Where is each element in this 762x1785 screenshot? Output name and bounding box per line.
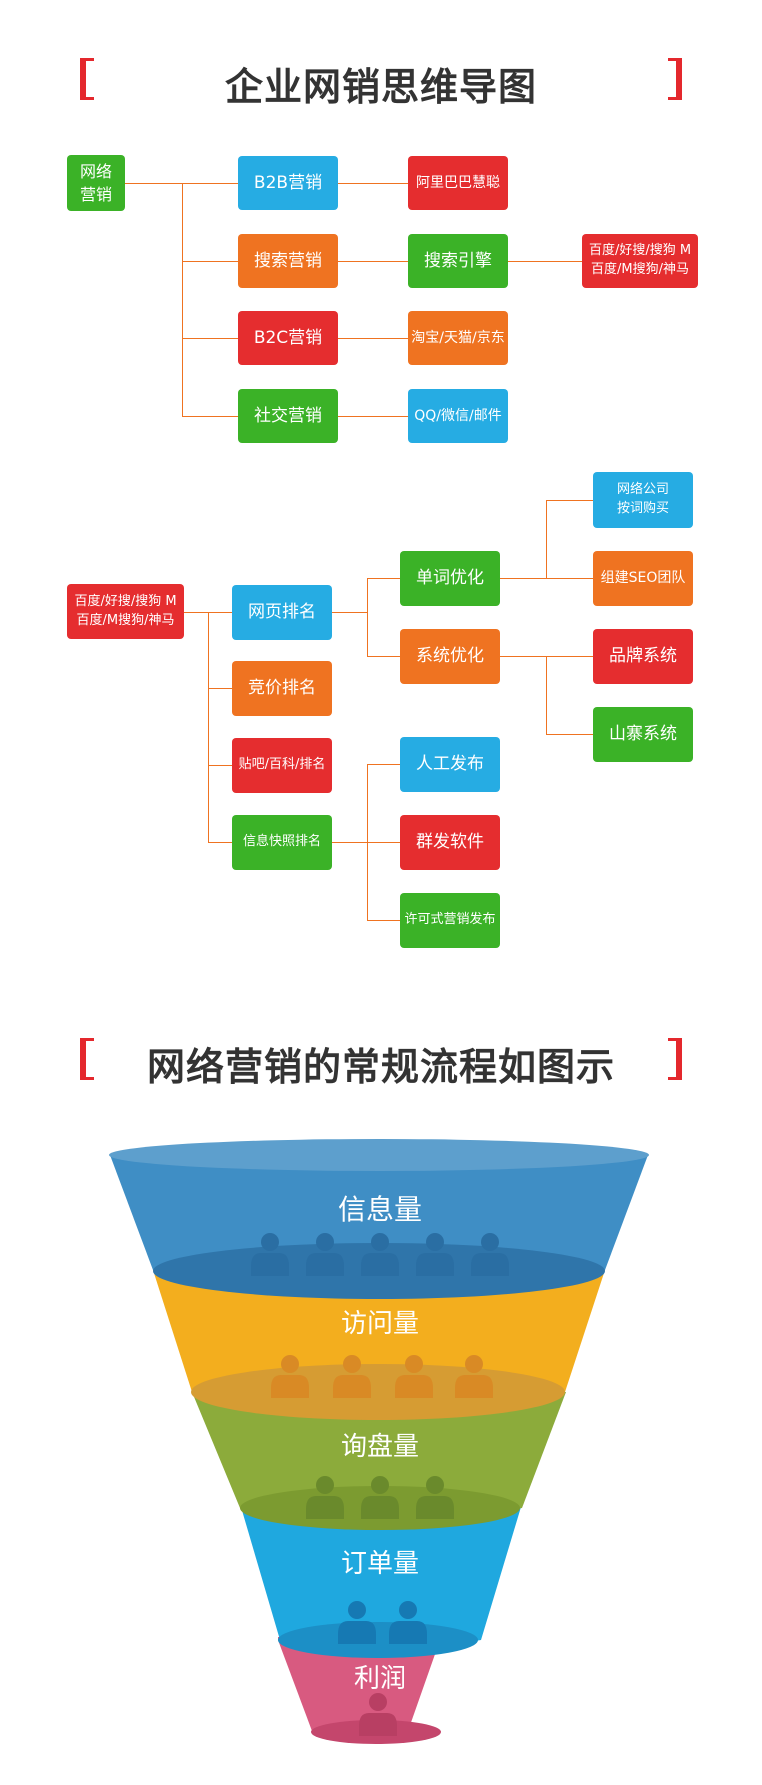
node-manual-post: 人工发布 xyxy=(400,737,500,792)
connector xyxy=(546,500,593,501)
connector xyxy=(182,261,238,262)
connector xyxy=(338,261,408,262)
connector xyxy=(208,765,232,766)
node-search-marketing: 搜索营销 xyxy=(238,234,338,288)
node-company-buy: 网络公司 按词购买 xyxy=(593,472,693,528)
stage-label-inquiries: 询盘量 xyxy=(341,1432,419,1462)
connector xyxy=(367,920,400,921)
connector xyxy=(182,183,238,184)
node-b2b-child: 阿里巴巴慧聪 xyxy=(408,156,508,210)
node-tieba-rank: 贴吧/百科/排名 xyxy=(232,738,332,793)
connector xyxy=(367,842,400,843)
page-title: 企业网销思维导图 xyxy=(224,65,537,109)
title-bracket-right xyxy=(668,1038,682,1080)
node-search-engine-child: 百度/好搜/搜狗 M百度/M搜狗/神马 xyxy=(582,234,698,288)
connector xyxy=(332,842,367,843)
stage-label-orders: 订单量 xyxy=(341,1549,419,1579)
connector xyxy=(546,500,547,578)
node-system-optimization: 系统优化 xyxy=(400,629,500,684)
connector xyxy=(208,688,232,689)
funnel-stage-orders xyxy=(241,1507,521,1658)
connector xyxy=(546,578,593,579)
node-search-engine: 搜索引擎 xyxy=(408,234,508,288)
connector xyxy=(367,578,400,579)
connector xyxy=(125,183,182,184)
node-webpage-rank: 网页排名 xyxy=(232,585,332,640)
node-bulk-software: 群发软件 xyxy=(400,815,500,870)
title-bracket-left xyxy=(80,58,94,100)
funnel-title: 网络营销的常规流程如图示 xyxy=(146,1045,615,1089)
title-bracket-left xyxy=(80,1038,94,1080)
connector xyxy=(500,578,546,579)
connector xyxy=(367,764,400,765)
node-b2b: B2B营销 xyxy=(238,156,338,210)
funnel-diagram: 信息量 访问量 询盘量 订单量 利润 xyxy=(109,1139,649,1744)
connector xyxy=(367,656,400,657)
connector xyxy=(182,183,183,416)
connector xyxy=(367,578,368,657)
stage-label-profit: 利润 xyxy=(354,1664,406,1694)
connector xyxy=(338,416,408,417)
stage-label-information: 信息量 xyxy=(338,1193,422,1226)
node-root-network-marketing: 网络营销 xyxy=(67,155,125,211)
node-bid-rank: 竞价排名 xyxy=(232,661,332,716)
funnel-stage-inquiries xyxy=(192,1392,566,1530)
connector xyxy=(508,261,582,262)
node-social: 社交营销 xyxy=(238,389,338,443)
connector xyxy=(182,338,238,339)
connector xyxy=(208,612,232,613)
connector xyxy=(500,656,546,657)
connector xyxy=(182,416,238,417)
node-b2c-child: 淘宝/天猫/京东 xyxy=(408,311,508,365)
node-search-engines-root: 百度/好搜/搜狗 M百度/M搜狗/神马 xyxy=(67,584,184,639)
connector xyxy=(184,612,208,613)
node-seo-team: 组建SEO团队 xyxy=(593,551,693,606)
people-icons-inquiries xyxy=(306,1476,454,1519)
node-b2c: B2C营销 xyxy=(238,311,338,365)
connector xyxy=(332,612,367,613)
node-licensed-post: 许可式营销发布 xyxy=(400,893,500,948)
node-copy-system: 山寨系统 xyxy=(593,707,693,762)
title-bracket-right xyxy=(668,58,682,100)
connector xyxy=(546,656,547,735)
connector xyxy=(546,656,593,657)
connector xyxy=(338,183,408,184)
node-word-optimization: 单词优化 xyxy=(400,551,500,606)
connector xyxy=(546,734,593,735)
connector xyxy=(208,842,232,843)
node-brand-system: 品牌系统 xyxy=(593,629,693,684)
node-social-child: QQ/微信/邮件 xyxy=(408,389,508,443)
connector xyxy=(338,338,408,339)
node-snapshot-rank: 信息快照排名 xyxy=(232,815,332,870)
connector xyxy=(208,612,209,842)
stage-label-visits: 访问量 xyxy=(341,1309,419,1339)
